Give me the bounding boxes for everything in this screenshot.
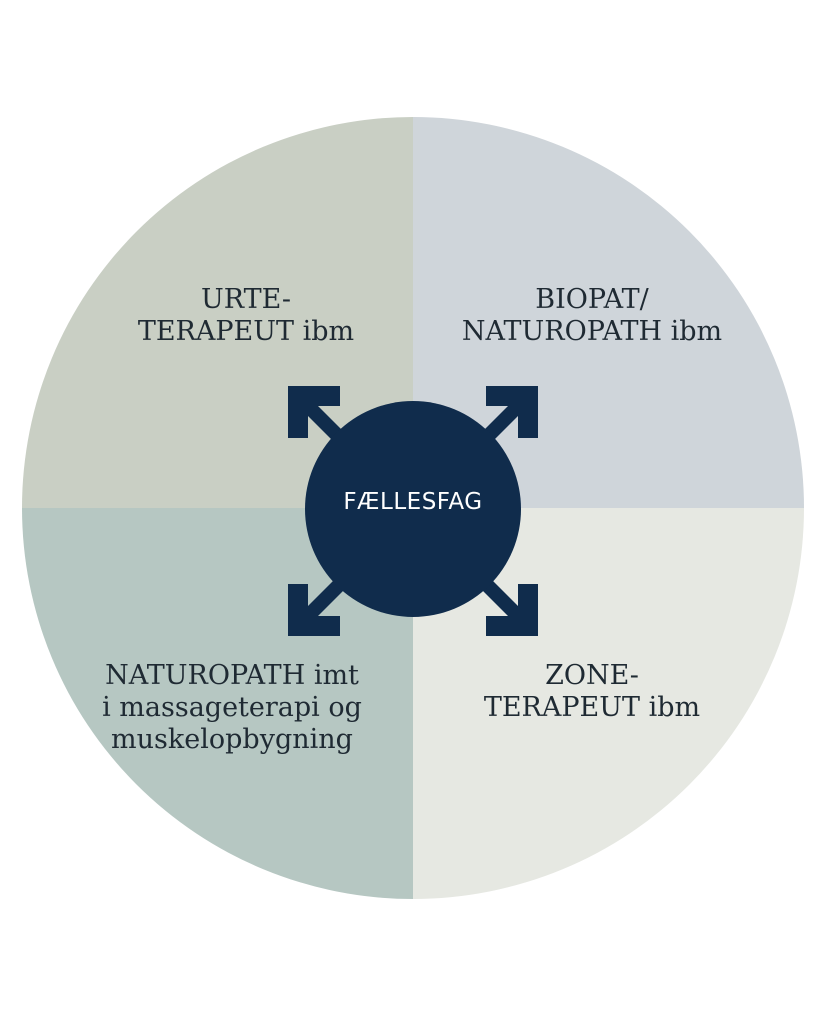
hub-circle (305, 401, 521, 617)
label-naturopath-massage: NATUROPATH imt i massageterapi og muskel… (102, 660, 362, 755)
label-biopat-naturopath: BIOPAT/ NATUROPATH ibm (461, 284, 723, 347)
label-zoneterapeut: ZONE- TERAPEUT ibm (483, 660, 701, 723)
label-urteterapeut: URTE- TERAPEUT ibm (137, 284, 355, 347)
hub-label: FÆLLESFAG (343, 489, 483, 515)
